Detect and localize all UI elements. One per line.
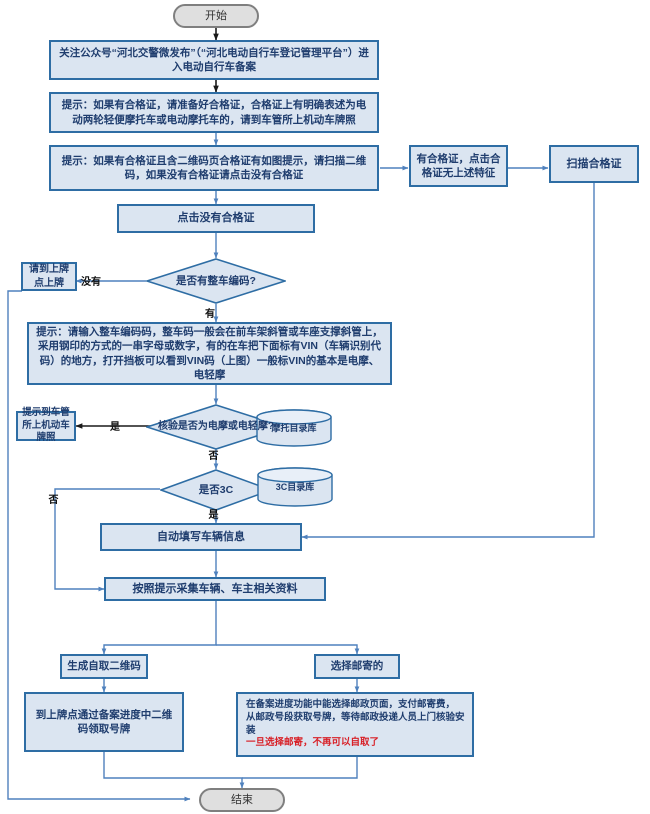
node-mail-info[interactable]: 在备案进度功能中能选择邮政页面，支付邮寄费， 从邮政号段获取号牌，等待邮政投递人… [236,692,474,757]
node-auto-fill-label: 自动填写车辆信息 [157,530,245,543]
node-start-label: 开始 [205,9,227,22]
node-tip-qrcode[interactable]: 提示：如果有合格证且含二维码页合格证有如图提示，请扫描二维码，如果没有合格证请点… [49,145,379,191]
node-mail-info-line1: 在备案进度功能中能选择邮政页面，支付邮寄费， [246,698,456,710]
node-end[interactable]: 结束 [199,788,285,812]
edge-label-3c-no: 否 [46,494,57,504]
diamond-shape-is-3c [160,469,272,511]
node-choose-mail[interactable]: 选择邮寄的 [314,654,400,679]
node-decision-is-3c-label: 是否3C [198,483,234,496]
node-tip-certificate-label: 提示：如果有合格证，请准备好合格证，合格证上有明确表述为电动两轮轻便摩托车或电动… [61,99,367,126]
node-mail-info-line2: 从邮政号段获取号牌，等待邮政投递人员上门核验安装 [246,711,465,736]
diamond-shape-has-vin [146,258,286,304]
node-mail-info-warning: 一旦选择邮寄，不再可以自取了 [246,737,380,749]
node-moto-catalog-db[interactable]: 摩托目录库 [256,409,332,447]
node-go-plate-point[interactable]: 请到上牌点上牌 [21,262,77,291]
node-goto-vehicle-admin-label: 提示到车管所上机动车牌照 [22,406,70,444]
edge-label-3c-yes: 是 [206,509,217,519]
node-tip-vin[interactable]: 提示：请输入整车编码码，整车码一般会在前车架斜管或车座支撑斜管上，采用钢印的方式… [27,322,392,385]
node-start[interactable]: 开始 [173,4,259,28]
node-pickup-plate[interactable]: 到上牌点通过备案进度中二维码领取号牌 [24,692,184,752]
node-go-plate-point-label: 请到上牌点上牌 [29,264,69,289]
node-moto-catalog-db-label: 摩托目录库 [271,422,317,433]
node-pickup-plate-label: 到上牌点通过备案进度中二维码领取号牌 [35,708,173,735]
node-click-no-cert[interactable]: 点击没有合格证 [117,204,315,233]
edge-label-no-vin: 没有 [81,277,101,288]
node-3c-catalog-db-label: 3C目录库 [275,481,315,492]
node-scan-cert[interactable]: 扫描合格证 [549,145,639,183]
node-decision-is-moto[interactable]: 核验是否为电摩或电轻摩? [146,404,286,450]
node-tip-certificate[interactable]: 提示：如果有合格证，请准备好合格证，合格证上有明确表述为电动两轮轻便摩托车或电动… [49,92,379,133]
node-collect-data[interactable]: 按照提示采集车辆、车主相关资料 [104,577,326,601]
node-decision-is-moto-label: 核验是否为电摩或电轻摩? [157,421,275,433]
node-has-cert-click[interactable]: 有合格证，点击合格证无上述特征 [409,145,508,187]
edge-label-moto-no: 否 [206,450,217,460]
node-end-label: 结束 [231,793,253,806]
node-scan-cert-label: 扫描合格证 [566,157,622,170]
node-follow-account[interactable]: 关注公众号“河北交警微发布”（“河北电动自行车登记管理平台”）进入电动自行车备案 [49,40,379,80]
node-decision-has-vin[interactable]: 是否有整车编码? [146,258,286,304]
cylinder-shape-moto-db [256,409,332,447]
node-follow-account-label: 关注公众号“河北交警微发布”（“河北电动自行车登记管理平台”）进入电动自行车备案 [59,46,369,73]
node-tip-qrcode-label: 提示：如果有合格证且含二维码页合格证有如图提示，请扫描二维码，如果没有合格证请点… [61,154,367,181]
node-decision-has-vin-label: 是否有整车编码? [176,274,256,287]
node-gen-pickup-qr-label: 生成自取二维码 [67,660,141,673]
node-gen-pickup-qr[interactable]: 生成自取二维码 [60,654,148,679]
node-3c-catalog-db[interactable]: 3C目录库 [257,467,333,507]
cylinder-shape-3c-db [257,467,333,507]
node-click-no-cert-label: 点击没有合格证 [177,212,255,225]
node-choose-mail-label: 选择邮寄的 [330,660,384,673]
node-auto-fill[interactable]: 自动填写车辆信息 [100,523,302,551]
node-goto-vehicle-admin[interactable]: 提示到车管所上机动车牌照 [16,407,76,443]
edge-label-has-vin: 有 [205,309,215,320]
node-decision-is-3c[interactable]: 是否3C [160,469,272,511]
node-tip-vin-label: 提示：请输入整车编码码，整车码一般会在前车架斜管或车座支撑斜管上，采用钢印的方式… [36,326,383,381]
node-has-cert-click-label: 有合格证，点击合格证无上述特征 [416,152,501,179]
node-collect-data-label: 按照提示采集车辆、车主相关资料 [132,582,298,595]
edge-label-moto-yes: 是 [110,422,120,433]
